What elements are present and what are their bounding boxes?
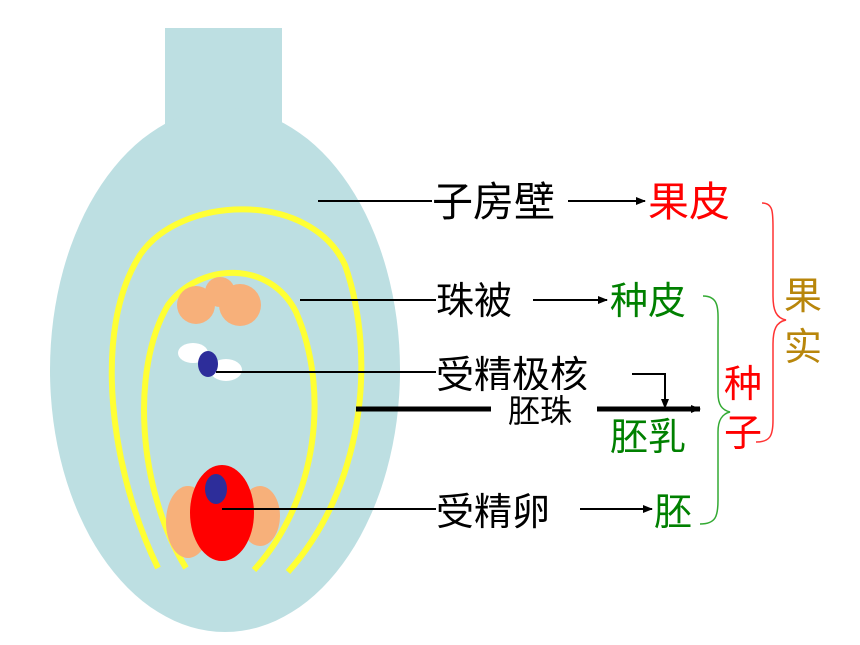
- pericarp-label: 果皮: [648, 178, 730, 226]
- inner-integument: [141, 269, 318, 573]
- ovule-label: 胚珠: [508, 392, 572, 430]
- endosperm-label: 胚乳: [610, 415, 686, 459]
- seed-label-char-2: 子: [724, 411, 762, 455]
- fruit-brace: [755, 202, 787, 443]
- fruit-label-char-1: 果: [784, 274, 822, 318]
- seed-brace: [699, 295, 731, 525]
- egg-label: 受精卵: [436, 490, 550, 534]
- zygote-nucleus: [205, 474, 227, 504]
- outer-integument: [108, 206, 365, 575]
- antipodal-cells: [177, 277, 261, 326]
- ovule-label-bg: [491, 390, 597, 430]
- fertilized-polar-nucleus: [198, 351, 218, 377]
- ovary-wall-label: 子房壁: [432, 178, 555, 226]
- endosperm-arrow: [632, 373, 669, 409]
- embryo-label: 胚: [654, 490, 692, 534]
- polar-nuclei-label: 受精极核: [436, 353, 588, 397]
- polar-nucleus-right: [210, 359, 242, 381]
- seed-label-char-1: 种: [724, 362, 762, 406]
- integument-label: 珠被: [436, 279, 512, 323]
- seed-coat-label: 种皮: [610, 279, 686, 323]
- fruit-label-char-2: 实: [784, 325, 822, 369]
